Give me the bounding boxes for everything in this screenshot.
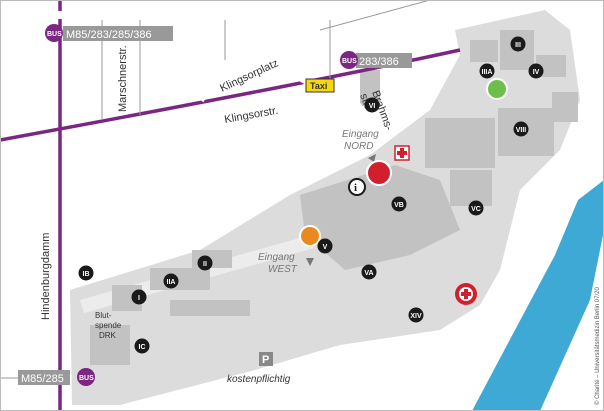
blood-donation-line2: spende xyxy=(95,321,122,330)
bus-stop-top-left: BUS M85/283/285/386 xyxy=(45,24,173,42)
svg-text:I: I xyxy=(138,295,140,302)
bus-stop-bottom-left: BUS M85/285 xyxy=(18,368,95,386)
copyright-text: © Charité – Universitätsmedizin Berlin 0… xyxy=(594,287,601,405)
svg-text:VC: VC xyxy=(471,206,481,213)
building-marker-IIA: IIA xyxy=(163,273,179,289)
svg-text:BUS: BUS xyxy=(342,58,357,65)
info-icon: i xyxy=(348,178,366,196)
svg-text:M85/285: M85/285 xyxy=(21,373,64,385)
entrance-north-arrow xyxy=(368,154,376,162)
building-marker-V: V xyxy=(317,238,333,254)
svg-text:II: II xyxy=(203,261,207,268)
building-marker-IV: IV xyxy=(528,63,544,79)
entrance-north-line2: NORD xyxy=(344,141,373,152)
label-marschnerstr: Marschnerstr. xyxy=(117,45,129,112)
taxi-sign: Taxi xyxy=(305,78,335,93)
emergency-hospital-icon xyxy=(455,283,477,305)
building-marker-IIIA: IIIA xyxy=(479,63,495,79)
green-location-marker xyxy=(486,78,508,100)
building-blocks xyxy=(90,30,578,365)
entrance-west-arrow xyxy=(306,258,314,266)
label-klingsorstr: Klingsorstr. xyxy=(223,105,279,126)
svg-text:IIIA: IIIA xyxy=(482,69,493,76)
svg-text:283/386: 283/386 xyxy=(359,56,399,68)
svg-text:BUS: BUS xyxy=(47,31,62,38)
building-marker-I: I xyxy=(131,289,147,305)
building-marker-VC: VC xyxy=(468,200,484,216)
svg-text:VIII: VIII xyxy=(516,127,527,134)
bus-stop-top-center: BUS 283/386 xyxy=(340,51,412,69)
orange-location-marker xyxy=(299,225,321,247)
parking-label: kostenpflichtig xyxy=(227,374,291,385)
svg-text:XIV: XIV xyxy=(410,313,422,320)
svg-text:VI: VI xyxy=(369,103,376,110)
parking-icon: P xyxy=(259,352,273,366)
building-marker-XIV: XIV xyxy=(408,307,424,323)
teltowkanal-canal xyxy=(472,180,604,411)
blood-donation-line3: DRK xyxy=(99,331,117,340)
building-marker-VB: VB xyxy=(391,196,407,212)
svg-text:P: P xyxy=(262,354,269,366)
svg-text:BUS: BUS xyxy=(79,375,94,382)
building-marker-III: III xyxy=(510,36,526,52)
svg-text:IV: IV xyxy=(533,69,540,76)
svg-text:VA: VA xyxy=(364,270,373,277)
entrance-north-line1: Eingang xyxy=(342,129,379,140)
svg-text:V: V xyxy=(323,244,328,251)
svg-text:IB: IB xyxy=(83,271,90,278)
building-markers: III IIIA IV VI VIII VB VC V VA XIV IB II… xyxy=(78,36,544,354)
first-aid-icon xyxy=(394,145,410,161)
building-marker-VIII: VIII xyxy=(513,121,529,137)
building-marker-VA: VA xyxy=(361,264,377,280)
svg-text:i: i xyxy=(354,182,357,194)
building-marker-IB: IB xyxy=(78,265,94,281)
building-marker-II: II xyxy=(197,255,213,271)
red-location-marker xyxy=(366,160,392,186)
label-hindenburgdamm: Hindenburgdamm xyxy=(40,233,52,320)
bus-routes xyxy=(0,0,461,411)
entrance-west-line2: WEST xyxy=(268,264,298,275)
building-marker-VI: VI xyxy=(364,97,380,113)
svg-text:IC: IC xyxy=(139,344,146,351)
entrance-west-line1: Eingang xyxy=(258,252,295,263)
svg-text:IIA: IIA xyxy=(167,279,176,286)
building-marker-IC: IC xyxy=(134,338,150,354)
svg-text:M85/283/285/386: M85/283/285/386 xyxy=(66,29,152,41)
svg-text:III: III xyxy=(515,42,521,49)
blood-donation-line1: Blut- xyxy=(95,311,112,320)
svg-text:VB: VB xyxy=(394,202,404,209)
svg-text:Taxi: Taxi xyxy=(310,81,327,91)
